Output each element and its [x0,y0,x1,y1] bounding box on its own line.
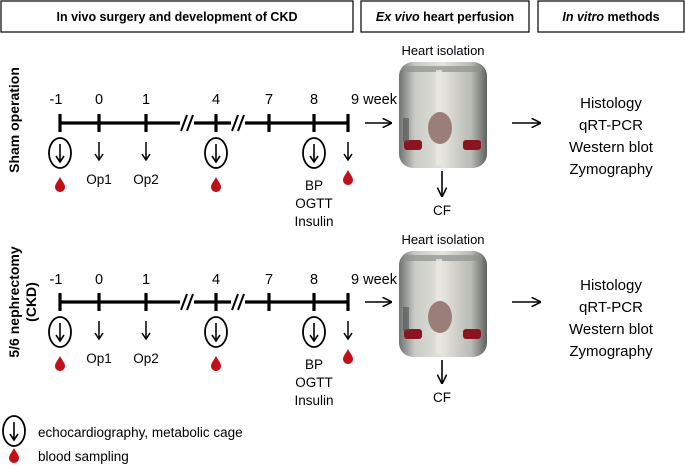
op1-label: Op1 [86,351,112,366]
echo-icon [48,137,72,169]
method-item: qRT-PCR [579,117,643,134]
blood-drop-icon [211,177,221,192]
echo-icon [302,137,326,169]
echo-icon [302,316,326,348]
heart-perfusion-photo [399,62,487,168]
method-item: qRT-PCR [579,299,643,316]
group-sublabel-ckd: (CKD) [23,282,39,322]
group-label-sham: Sham operation [6,67,22,173]
timeline [58,293,350,311]
svg-text:Ex vivo heart perfusion: Ex vivo heart perfusion [376,10,514,24]
header-perfusion: Ex vivo heart perfusion [360,0,530,33]
tick-label: 9 week [351,272,398,288]
tick-label: 7 [265,272,273,288]
measure-ogtt: OGTT [295,196,333,211]
cf-label: CF [433,390,451,405]
tick-label: 4 [212,272,220,288]
method-item: Zymography [569,161,653,178]
echo-icon [48,316,72,348]
measure-insulin: Insulin [294,214,333,229]
measure-insulin: Insulin [294,393,333,408]
arrow-down-icon [94,141,104,161]
blood-drop-icon [9,448,19,463]
op2-label: Op2 [133,172,159,187]
op2-label: Op2 [133,351,159,366]
method-item: Western blot [569,321,654,338]
heart-isolation-label: Heart isolation [401,43,484,58]
header-perfusion-em: Ex vivo [376,10,420,24]
tick-label: 7 [265,92,273,108]
arrow-down-icon [141,141,151,161]
method-item: Histology [580,277,642,294]
blood-drop-icon [343,349,353,364]
legend-echo-label: echocardiography, metabolic cage [38,425,243,440]
legend-blood-label: blood sampling [38,449,129,464]
header-surgery-text: In vivo surgery and development of CKD [56,10,297,24]
tick-label: 8 [310,92,318,108]
arrow-down-icon [343,141,353,161]
row-sham: Sham operation -1 0 1 4 7 8 9 week [6,43,654,229]
echo-icon [2,415,26,447]
method-item: Histology [580,95,642,112]
blood-drop-icon [343,170,353,185]
echo-icon [204,137,228,169]
heart-isolation-label: Heart isolation [401,232,484,247]
tick-label: 1 [142,272,150,288]
heart-perfusion-photo [399,251,487,357]
timeline [58,114,350,132]
method-item: Western blot [569,139,654,156]
blood-drop-icon [55,356,65,371]
group-label-ckd: 5/6 nephrectomy [6,246,22,357]
header-methods: In vitro methods [537,0,685,33]
timeline-break [180,293,245,311]
method-item: Zymography [569,343,653,360]
legend: echocardiography, metabolic cage blood s… [2,415,243,464]
arrow-down-icon [343,320,353,340]
op1-label: Op1 [86,172,112,187]
tick-label: 9 week [351,92,398,108]
arrow-down-icon [94,320,104,340]
tick-label: 1 [142,92,150,108]
tick-label: -1 [50,272,63,288]
cf-label: CF [433,203,451,218]
tick-label: 0 [95,272,103,288]
timeline-break [180,114,245,132]
blood-drop-icon [55,177,65,192]
tick-label: 4 [212,92,220,108]
tick-label: 8 [310,272,318,288]
measure-bp: BP [305,178,323,193]
blood-drop-icon [211,356,221,371]
measure-bp: BP [305,357,323,372]
header-perfusion-rest: heart perfusion [420,10,514,24]
echo-icon [204,316,228,348]
header-surgery: In vivo surgery and development of CKD [0,0,354,33]
measure-ogtt: OGTT [295,375,333,390]
arrow-down-icon [141,320,151,340]
tick-label: 0 [95,92,103,108]
header-methods-em: In vitro [562,10,604,24]
svg-text:In vitro methods: In vitro methods [562,10,659,24]
tick-label: -1 [50,92,63,108]
row-ckd: 5/6 nephrectomy (CKD) -1 0 1 4 7 8 9 wee… [6,232,654,408]
header-methods-rest: methods [604,10,660,24]
